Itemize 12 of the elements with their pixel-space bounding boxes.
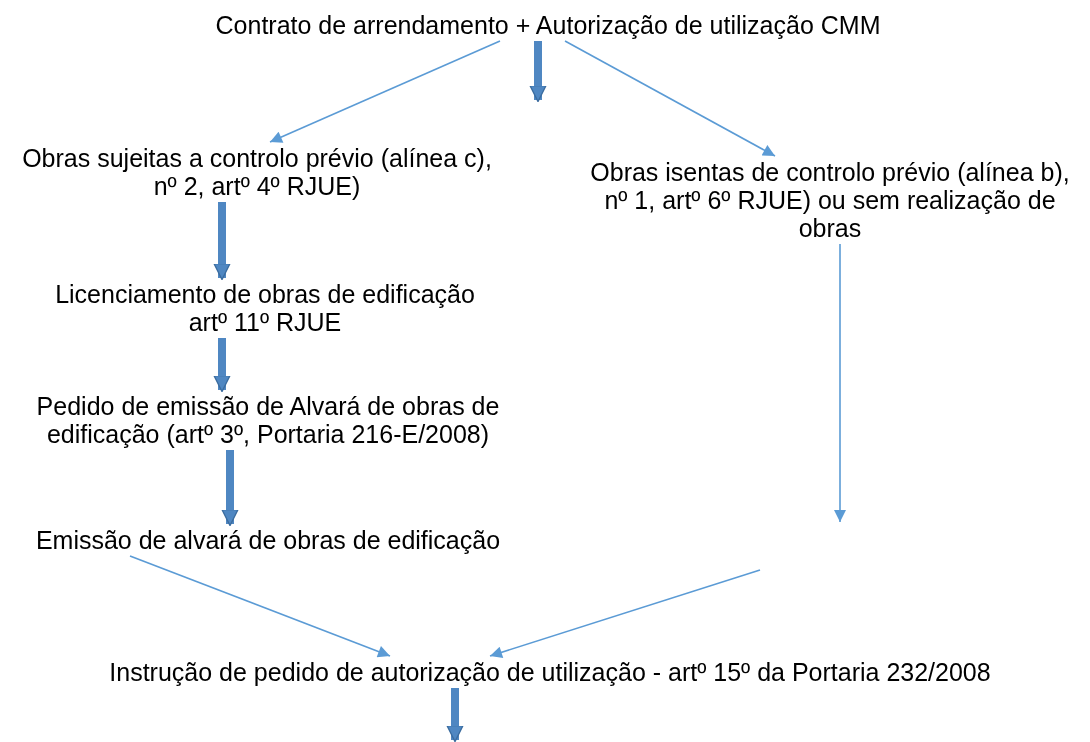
step-text: Emissão de alvará de obras de edificação <box>34 526 502 554</box>
arrow <box>129 555 391 658</box>
arrow <box>564 40 776 157</box>
arrow <box>489 569 761 659</box>
step-text: Pedido de emissão de Alvará de obras de edificação (artº 3º, Portaria 216-E/2008) <box>35 392 501 448</box>
arrow <box>834 243 846 523</box>
step-text: Obras sujeitas a controlo prévio (alínea c), nº 2, artº 4º RJUE) <box>21 144 493 200</box>
step-text: Contrato de arrendamento + Autorização de utilização CMM <box>214 11 882 39</box>
step-text: Obras isentas de controlo prévio (alínea b), nº 1, artº 6º RJUE) ou sem realização de obras <box>589 158 1071 242</box>
arrow <box>269 40 501 143</box>
step-text: Instrução de pedido de autorização de utilização - artº 15º da Portaria 232/2008 <box>108 658 992 686</box>
step-text: Licenciamento de obras de edificação artº 11º RJUE <box>54 280 476 336</box>
